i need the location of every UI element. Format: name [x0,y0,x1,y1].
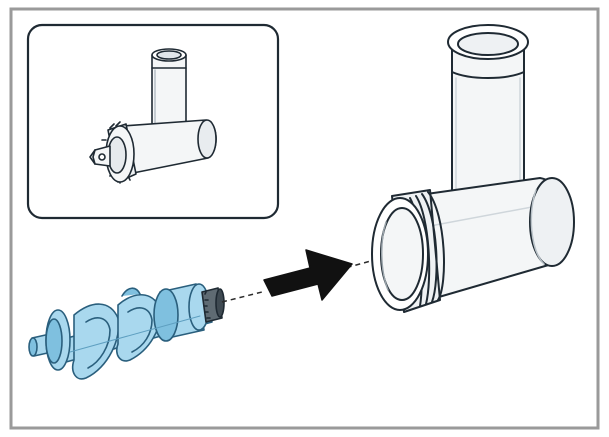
inset-panel [26,23,280,220]
alignment-dashed-line [221,247,419,303]
grinder-housing [371,24,575,313]
inset-assembled-grinder [89,48,217,184]
feed-screw [28,283,225,380]
insert-arrow-icon [263,249,353,301]
